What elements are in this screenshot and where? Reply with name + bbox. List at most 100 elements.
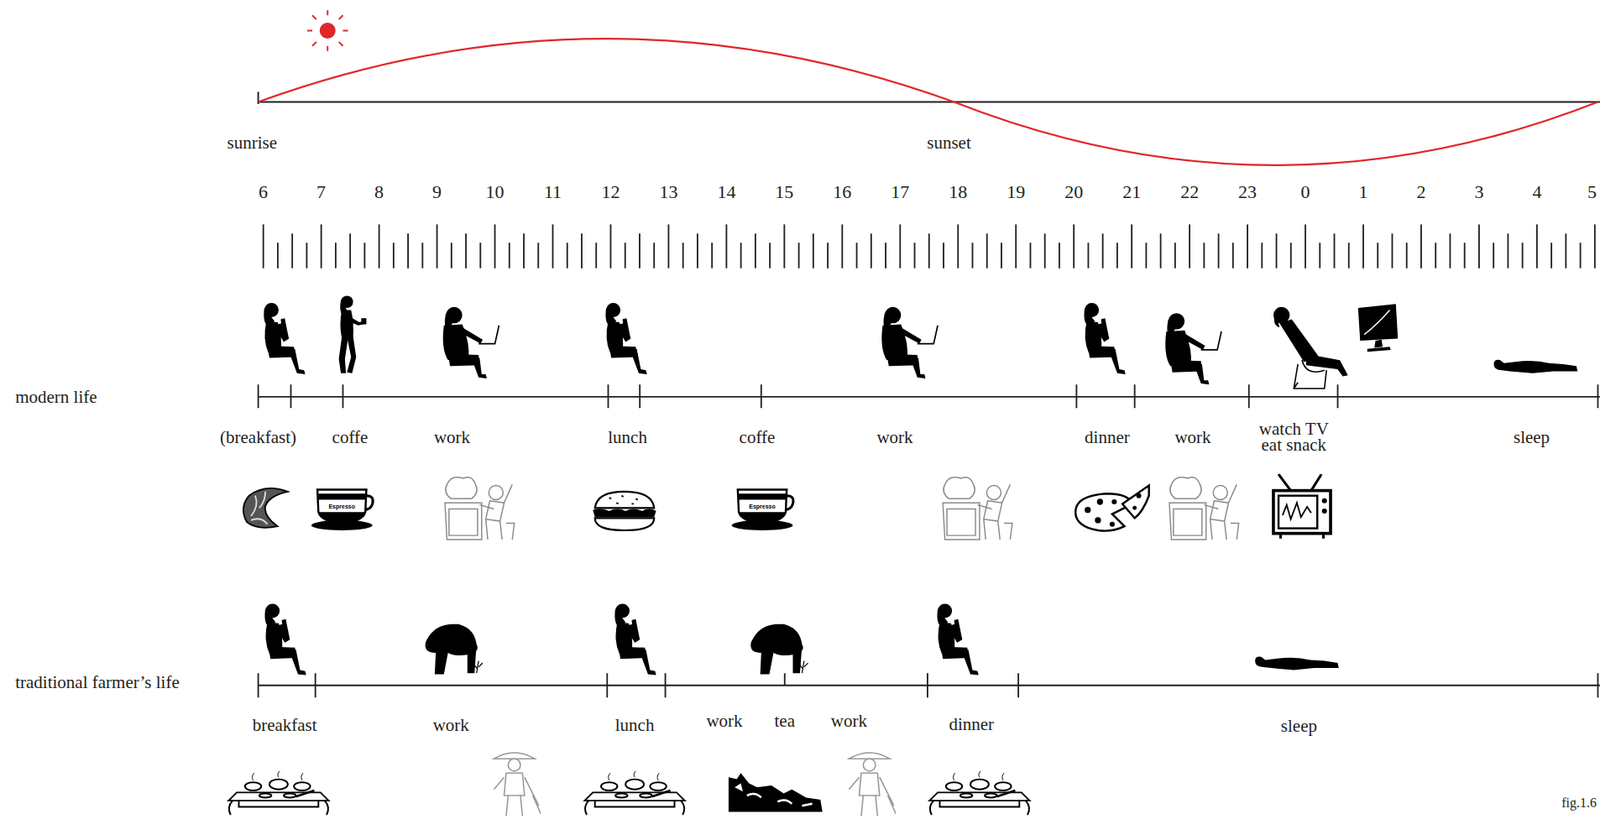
activity-label: sleep <box>1281 716 1318 736</box>
ruler-tick <box>277 242 279 268</box>
ruler-tick <box>812 233 815 268</box>
hour-number: 10 <box>485 182 504 202</box>
ruler-tick <box>696 233 699 268</box>
modern-silhouettes <box>263 295 1578 389</box>
activity-label: dinner <box>1084 428 1130 447</box>
modern-icons <box>444 477 515 540</box>
ruler-tick <box>754 233 757 268</box>
ruler-tick <box>1116 242 1119 268</box>
hour-ruler <box>263 224 1595 268</box>
activity-label: work <box>876 428 913 447</box>
ruler-tick <box>407 233 409 268</box>
farmer-icons <box>493 752 541 816</box>
farmer-icons <box>228 771 329 816</box>
ruler-tick <box>1362 224 1365 268</box>
hour-number: 11 <box>543 182 562 202</box>
ruler-tick <box>653 242 655 268</box>
ruler-tick <box>1232 242 1234 268</box>
ruler-tick <box>1000 242 1003 268</box>
hour-number: 8 <box>374 182 384 202</box>
ruler-tick <box>450 242 453 268</box>
hour-number: 22 <box>1180 182 1199 202</box>
ruler-tick <box>580 233 583 268</box>
ruler-tick <box>899 224 901 268</box>
activity-label: tea <box>774 711 795 731</box>
ruler-tick <box>1594 224 1596 268</box>
hour-number: 19 <box>1006 182 1025 202</box>
modern-icons <box>243 488 288 529</box>
time-label: sunset <box>926 133 972 152</box>
ruler-tick <box>334 242 337 268</box>
ruler-tick <box>508 242 511 268</box>
farmer-timeline <box>258 673 1599 698</box>
ruler-tick <box>1102 233 1104 268</box>
ruler-tick <box>1564 233 1567 268</box>
activity-label: sleep <box>1513 428 1550 447</box>
ruler-tick <box>1044 233 1046 268</box>
ruler-tick <box>320 224 323 268</box>
ruler-tick <box>1348 242 1350 268</box>
ruler-tick <box>1406 242 1408 268</box>
hour-number: 16 <box>832 182 852 202</box>
sun-icon <box>307 10 349 52</box>
ruler-tick <box>1246 224 1249 268</box>
farmer-icons <box>585 771 685 816</box>
modern-icons <box>1273 474 1331 539</box>
ruler-tick <box>1174 242 1177 268</box>
ruler-tick <box>1434 242 1437 268</box>
ruler-tick <box>291 233 293 268</box>
ruler-tick <box>1333 233 1336 268</box>
ruler-tick <box>1014 224 1017 268</box>
row-title: modern life <box>15 387 97 407</box>
ruler-tick <box>1275 233 1278 268</box>
activity-label: watch TV eat snack <box>1248 421 1339 455</box>
ruler-tick <box>1420 224 1423 268</box>
ruler-tick <box>1579 242 1582 268</box>
modern-silhouettes <box>263 303 305 375</box>
cup-print: Espresso <box>327 503 356 510</box>
ruler-tick <box>1449 233 1452 268</box>
farmer-silhouettes <box>750 624 808 675</box>
ruler-tick <box>928 233 931 268</box>
ruler-tick <box>914 242 916 268</box>
ruler-tick <box>740 242 743 268</box>
ruler-tick <box>711 242 713 268</box>
ruler-tick <box>682 242 685 268</box>
hour-number: 23 <box>1238 182 1257 202</box>
hour-number: 12 <box>601 182 620 202</box>
ruler-tick <box>436 224 439 268</box>
ruler-tick <box>826 242 829 268</box>
ruler-tick <box>363 242 366 268</box>
modern-icons <box>311 489 373 531</box>
hour-number: 15 <box>774 182 794 202</box>
ruler-tick <box>798 242 800 268</box>
modern-silhouettes <box>1165 313 1222 385</box>
ruler-tick <box>624 242 627 268</box>
ruler-tick <box>1160 233 1162 268</box>
modern-icons <box>243 474 1331 540</box>
modern-icons <box>592 491 656 531</box>
ruler-tick <box>1536 224 1538 268</box>
cup-print: Espresso <box>747 503 777 510</box>
ruler-tick <box>1550 242 1553 268</box>
sun-icon <box>320 23 335 38</box>
ruler-tick <box>1464 242 1466 268</box>
ruler-tick <box>1492 242 1495 268</box>
modern-silhouettes <box>339 295 367 373</box>
ruler-tick <box>1391 233 1394 268</box>
ruler-tick <box>1218 233 1220 268</box>
time-label: sunrise <box>226 133 278 152</box>
ruler-tick <box>595 242 597 268</box>
figure-caption: fig.1.6 <box>1561 796 1597 811</box>
sun-path <box>258 10 1600 166</box>
row-title: traditional farmer’s life <box>15 673 180 692</box>
hour-number: 17 <box>890 182 910 202</box>
activity-label: work <box>433 716 470 735</box>
modern-silhouettes <box>1084 303 1126 375</box>
ruler-tick <box>1188 224 1191 268</box>
ruler-tick <box>262 224 265 268</box>
ruler-tick <box>1030 242 1032 268</box>
ruler-tick <box>1318 242 1321 268</box>
modern-silhouettes <box>1494 360 1579 374</box>
